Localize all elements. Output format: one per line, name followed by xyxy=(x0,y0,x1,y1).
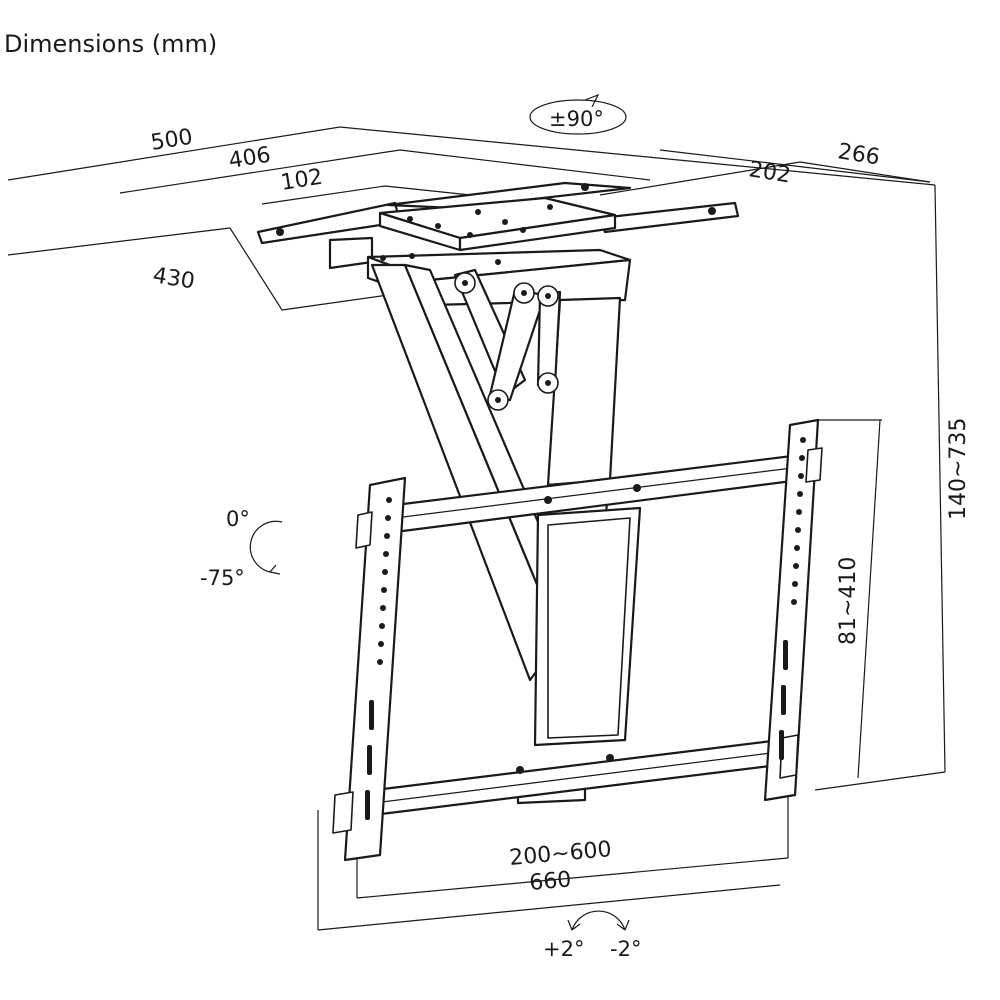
level-indicator xyxy=(567,910,630,931)
right-rail-holes xyxy=(779,437,806,760)
swivel-indicator xyxy=(529,93,627,135)
top-dimension-lines xyxy=(7,126,936,311)
ceiling-bracket xyxy=(256,181,740,307)
dim-140-735: 140~735 xyxy=(946,418,971,520)
tilt-indicator xyxy=(249,520,283,575)
angle-tilt-bottom: -75° xyxy=(200,566,245,590)
left-rail-holes xyxy=(365,497,392,820)
dim-660: 660 xyxy=(528,867,572,896)
dim-406: 406 xyxy=(227,143,272,174)
angle-swivel: ±90° xyxy=(549,107,604,131)
dim-266: 266 xyxy=(836,139,881,170)
dim-430: 430 xyxy=(151,263,196,294)
page-title: Dimensions (mm) xyxy=(4,30,218,58)
angle-level-left: +2° xyxy=(543,937,584,961)
tv-frame xyxy=(332,418,823,862)
right-dimension-lines xyxy=(814,184,946,791)
dim-102: 102 xyxy=(279,165,324,196)
dim-200-600: 200~600 xyxy=(508,837,612,871)
angle-level-right: -2° xyxy=(610,937,641,961)
dim-202: 202 xyxy=(747,157,792,188)
dim-81-410: 81~410 xyxy=(836,557,861,645)
angle-tilt-top: 0° xyxy=(226,507,250,531)
